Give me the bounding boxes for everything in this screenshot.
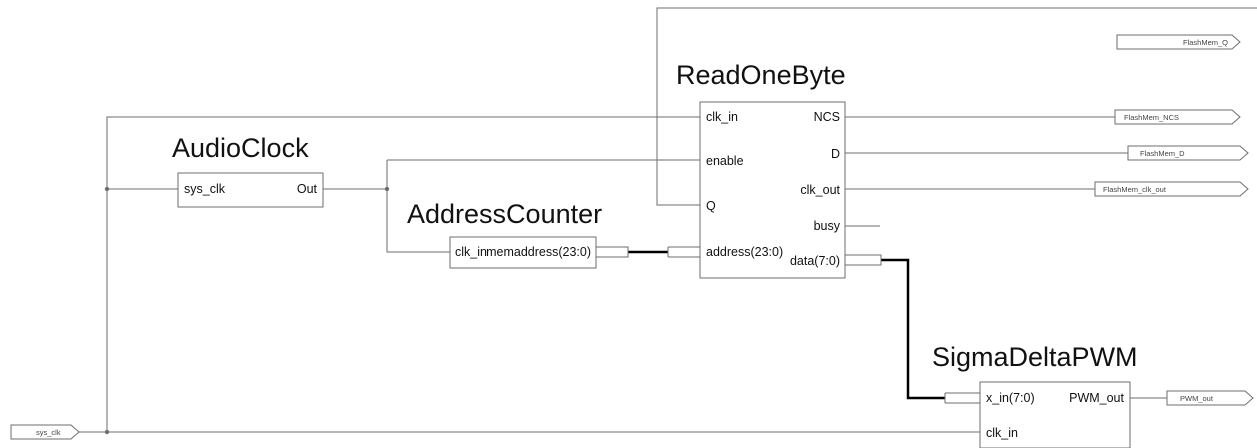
pin-label-sigma-clk-in: clk_in bbox=[986, 426, 1018, 440]
pin-label-clk-out: clk_out bbox=[800, 183, 840, 197]
port-flag-shape[interactable] bbox=[1166, 390, 1254, 406]
bus-stub-data-out bbox=[845, 254, 882, 266]
wire-q-feedback bbox=[656, 7, 1257, 206]
pin-label-clk-in: clk_in bbox=[706, 110, 738, 124]
block-sigmadeltapwm[interactable]: SigmaDeltaPWM x_in(7:0) clk_in PWM_out bbox=[932, 342, 1138, 448]
port-label-flashmem-clk-out: FlashMem_clk_out bbox=[1103, 185, 1167, 194]
port-label-flashmem-d: FlashMem_D bbox=[1140, 149, 1185, 158]
port-label-pwm-out: PWM_out bbox=[1180, 394, 1214, 403]
port-flag-shape[interactable] bbox=[1094, 181, 1249, 197]
pin-label-d: D bbox=[831, 147, 840, 161]
io-port-flashmem-clk-out[interactable]: FlashMem_clk_out bbox=[1094, 181, 1249, 197]
block-audioclock[interactable]: AudioClock sys_clk Out bbox=[172, 133, 324, 208]
pin-label-data: data(7:0) bbox=[790, 254, 840, 268]
pin-label-pwm-out: PWM_out bbox=[1069, 391, 1124, 405]
pin-label-ncs: NCS bbox=[814, 110, 840, 124]
bus-stub-x-in bbox=[944, 392, 980, 404]
wire-sys-clk-to-readonebyte bbox=[106, 116, 700, 432]
pin-label-out: Out bbox=[297, 182, 318, 196]
block-readonebyte[interactable]: ReadOneByte clk_in enable Q address(23:0… bbox=[676, 60, 846, 279]
block-box-readonebyte[interactable] bbox=[699, 101, 846, 279]
port-flag-shape[interactable] bbox=[1116, 34, 1241, 50]
block-title-readonebyte: ReadOneByte bbox=[676, 60, 846, 90]
pin-label-enable: enable bbox=[706, 154, 744, 168]
bus-stub-address-in bbox=[667, 246, 700, 258]
port-flag-shape[interactable] bbox=[10, 424, 80, 440]
port-label-flashmem-q: FlashMem_Q bbox=[1183, 38, 1228, 47]
buses bbox=[596, 246, 980, 404]
block-title-addresscounter: AddressCounter bbox=[407, 199, 602, 229]
pin-label-busy: busy bbox=[814, 219, 841, 233]
port-label-sys-clk: sys_clk bbox=[36, 428, 61, 437]
io-port-pwm-out[interactable]: PWM_out bbox=[1166, 390, 1254, 406]
pin-label-sys-clk: sys_clk bbox=[184, 182, 226, 196]
wires bbox=[79, 7, 1257, 433]
io-port-flashmem-ncs[interactable]: FlashMem_NCS bbox=[1114, 109, 1241, 125]
junction-dot bbox=[384, 186, 390, 192]
io-port-flashmem-q[interactable]: FlashMem_Q bbox=[1116, 34, 1241, 50]
pin-label-memaddress: memaddress(23:0) bbox=[486, 245, 591, 259]
block-addresscounter[interactable]: AddressCounter clk_in memaddress(23:0) bbox=[407, 199, 602, 269]
block-box-addresscounter[interactable] bbox=[449, 236, 597, 269]
block-title-audioclock: AudioClock bbox=[172, 133, 309, 163]
block-title-sigmadeltapwm: SigmaDeltaPWM bbox=[932, 342, 1138, 372]
pin-label-address: address(23:0) bbox=[706, 245, 783, 259]
io-port-sys-clk[interactable]: sys_clk bbox=[10, 424, 80, 440]
pin-label-ac-clk-in: clk_in bbox=[455, 245, 487, 259]
port-flag-shape[interactable] bbox=[1127, 145, 1249, 161]
block-box-audioclock[interactable] bbox=[177, 172, 324, 208]
junction-dot bbox=[104, 186, 110, 192]
io-port-flashmem-d[interactable]: FlashMem_D bbox=[1127, 145, 1249, 161]
bus-data bbox=[881, 258, 945, 400]
pin-label-x-in: x_in(7:0) bbox=[986, 391, 1035, 405]
pin-label-q: Q bbox=[706, 199, 716, 213]
junction-dot bbox=[104, 429, 110, 435]
port-flag-shape[interactable] bbox=[1114, 109, 1241, 125]
port-label-flashmem-ncs: FlashMem_NCS bbox=[1124, 113, 1179, 122]
bus-stub-memaddress bbox=[596, 246, 629, 258]
block-box-sigmadeltapwm[interactable] bbox=[979, 381, 1131, 448]
